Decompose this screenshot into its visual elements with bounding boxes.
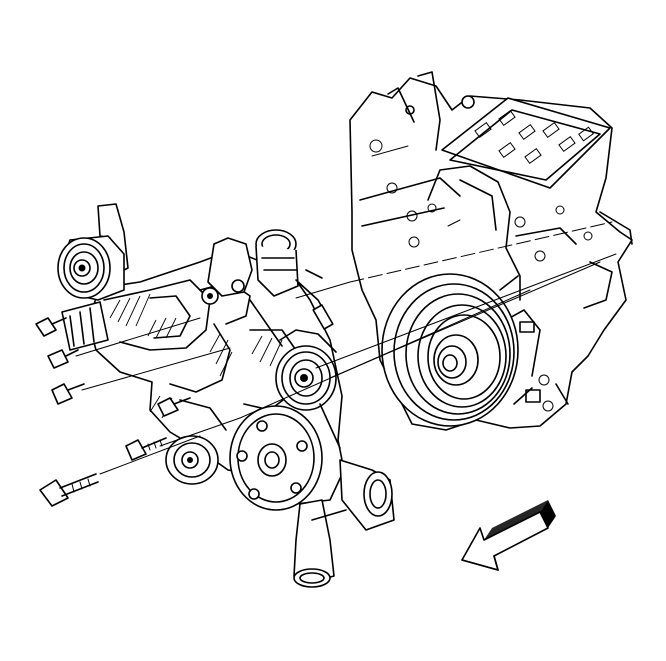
bolt [39, 473, 99, 507]
bolt [125, 437, 167, 461]
bolt [35, 317, 67, 337]
bolt [51, 383, 85, 405]
thermostat-housing [201, 229, 334, 330]
idler-pulley-center [275, 329, 337, 411]
fastener-bolts [35, 317, 191, 507]
alignment-lines [75, 219, 617, 475]
water-pump-pulley [229, 405, 323, 511]
bolt [157, 397, 191, 417]
idler-pulley-lower [165, 435, 219, 485]
accessory-belt-route [249, 299, 341, 449]
idler-pulley-upper [57, 203, 129, 301]
direction-arrow-icon [461, 500, 556, 571]
coolant-outlet-necks [293, 459, 395, 588]
bolt [47, 349, 79, 369]
